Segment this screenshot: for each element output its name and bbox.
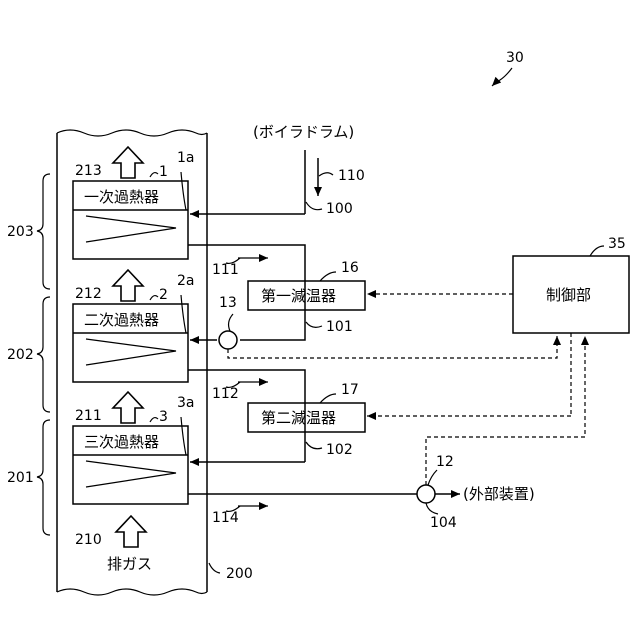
figure-number: 30 <box>506 50 524 66</box>
flow-arrow-110: 110 <box>318 158 365 196</box>
zone-brace-202: 202 <box>7 297 50 412</box>
superheater-3-label: 三次過熱器 <box>84 433 159 451</box>
zone-brace-201: 201 <box>7 420 50 535</box>
svg-text:201: 201 <box>7 470 34 486</box>
svg-text:100: 100 <box>326 201 353 217</box>
duct-ref: 200 <box>226 566 253 582</box>
flow-arrow-114: 114 <box>212 506 268 526</box>
svg-text:2: 2 <box>159 287 168 303</box>
svg-text:1a: 1a <box>177 150 195 166</box>
controller-label: 制御部 <box>546 286 591 304</box>
svg-text:16: 16 <box>341 260 359 276</box>
sensor-13: 13 <box>219 295 237 349</box>
boiler-drum-label: (ボイラドラム) <box>253 123 354 141</box>
svg-text:212: 212 <box>75 286 102 302</box>
pipe-100: 100 <box>190 150 353 217</box>
svg-text:111: 111 <box>212 262 239 278</box>
figure-number-leader <box>492 68 512 86</box>
attemperator-2-label: 第二減温器 <box>261 409 336 427</box>
svg-text:12: 12 <box>436 454 454 470</box>
svg-text:13: 13 <box>219 295 237 311</box>
svg-text:2a: 2a <box>177 273 195 289</box>
svg-text:203: 203 <box>7 224 34 240</box>
svg-text:102: 102 <box>326 442 353 458</box>
flow-arrow-112: 112 <box>212 382 268 402</box>
superheater-2-label: 二次過熱器 <box>84 311 159 329</box>
superheater-1-label: 一次過熱器 <box>84 188 159 206</box>
svg-text:210: 210 <box>75 532 102 548</box>
svg-text:35: 35 <box>608 236 626 252</box>
svg-text:17: 17 <box>341 382 359 398</box>
svg-text:101: 101 <box>326 319 353 335</box>
svg-text:3: 3 <box>159 409 168 425</box>
svg-text:104: 104 <box>430 515 457 531</box>
svg-text:202: 202 <box>7 347 34 363</box>
attemperator-2: 第二減温器 17 <box>248 382 365 432</box>
svg-text:114: 114 <box>212 510 239 526</box>
gas-flow-arrow-210: 210 <box>75 516 146 548</box>
gas-flow-arrow-213: 213 <box>75 147 143 179</box>
gas-flow-arrow-212: 212 <box>75 270 143 302</box>
sensor-12: 12 <box>417 454 454 503</box>
external-device-label: (外部装置) <box>463 485 535 503</box>
zone-brace-203: 203 <box>7 174 50 289</box>
svg-text:3a: 3a <box>177 395 195 411</box>
svg-text:1: 1 <box>159 164 168 180</box>
duct-leader <box>209 563 220 573</box>
svg-text:211: 211 <box>75 408 102 424</box>
exhaust-gas-label: 排ガス <box>107 555 152 573</box>
svg-text:213: 213 <box>75 163 102 179</box>
svg-text:112: 112 <box>212 386 239 402</box>
flow-arrow-111: 111 <box>212 258 268 278</box>
control-signals <box>228 294 585 485</box>
attemperator-1-label: 第一減温器 <box>261 287 336 305</box>
controller-box: 制御部 35 <box>513 236 629 333</box>
svg-text:110: 110 <box>338 168 365 184</box>
gas-flow-arrow-211: 211 <box>75 392 143 424</box>
attemperator-1: 第一減温器 16 <box>248 260 365 310</box>
